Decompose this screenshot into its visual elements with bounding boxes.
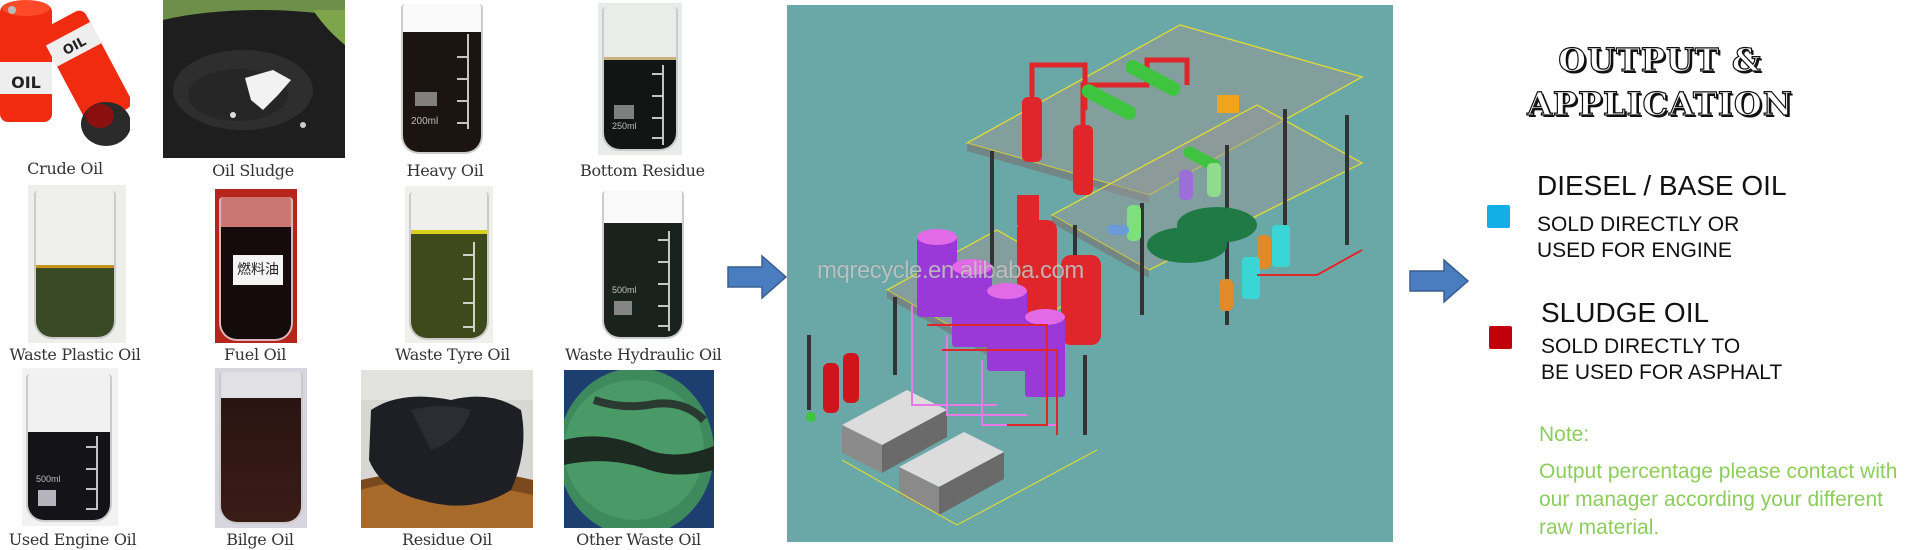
output-application-title: OUTPUT & APPLICATION xyxy=(1480,38,1840,126)
caption: Waste Hydraulic Oil xyxy=(565,345,722,364)
raw-material-crude-oil: OIL OIL Crude Oil xyxy=(0,0,130,180)
svg-text:OIL: OIL xyxy=(11,73,41,92)
product-use-line-1: SOLD DIRECTLY OR xyxy=(1537,213,1740,236)
product-name: SLUDGE OIL xyxy=(1541,297,1710,328)
waste-tyre-oil-photo xyxy=(405,186,493,343)
flow-arrow-right-icon xyxy=(1408,258,1470,304)
raw-material-fuel-oil: 燃料油 Fuel Oil xyxy=(205,183,305,365)
caption: Bilge Oil xyxy=(226,530,294,549)
raw-material-bottom-residue: 250ml Bottom Residue xyxy=(580,0,705,180)
raw-material-other-waste-oil: Other Waste Oil xyxy=(562,364,715,550)
title-line-2: APPLICATION xyxy=(1526,84,1793,123)
note-text: Output percentage please contact with ou… xyxy=(1539,460,1898,539)
flow-arrow-right-icon xyxy=(726,254,788,300)
product-use-line-1: SOLD DIRECTLY TO xyxy=(1541,335,1741,358)
raw-material-oil-sludge: Oil Sludge xyxy=(163,0,345,180)
raw-material-waste-tyre-oil: Waste Tyre Oil xyxy=(395,183,510,365)
waste-hydraulic-oil-photo: 500ml xyxy=(598,185,688,342)
raw-material-waste-plastic-oil: Waste Plastic Oil xyxy=(0,183,150,365)
caption: Crude Oil xyxy=(27,159,103,178)
oil-sludge-photo xyxy=(163,0,345,158)
product-use-line-2: BE USED FOR ASPHALT xyxy=(1541,361,1783,384)
caption: Other Waste Oil xyxy=(576,530,701,549)
caption: Waste Plastic Oil xyxy=(9,345,141,364)
caption: Oil Sludge xyxy=(212,161,294,180)
bilge-oil-photo xyxy=(215,368,307,528)
caption: Residue Oil xyxy=(402,530,492,549)
residue-oil-photo xyxy=(361,370,533,528)
used-engine-oil-photo: 500ml xyxy=(22,368,118,526)
raw-material-bilge-oil: Bilge Oil xyxy=(210,364,310,550)
product-use-line-2: USED FOR ENGINE xyxy=(1537,239,1732,262)
caption: Bottom Residue xyxy=(580,161,705,180)
product-name: DIESEL / BASE OIL xyxy=(1537,170,1787,201)
note-label: Note: xyxy=(1539,423,1590,446)
caption: Heavy Oil xyxy=(406,161,484,180)
title-line-1: OUTPUT & xyxy=(1558,40,1762,79)
sludge-color-swatch xyxy=(1489,326,1512,349)
bottom-residue-photo: 250ml xyxy=(598,3,682,155)
watermark: mqrecycle.en.alibaba.com xyxy=(817,257,1084,284)
waste-plastic-oil-photo xyxy=(28,185,126,343)
raw-material-residue-oil: Residue Oil xyxy=(361,364,533,550)
heavy-oil-photo: 200ml xyxy=(395,0,495,158)
crude-oil-photo: OIL OIL xyxy=(0,0,130,155)
raw-material-heavy-oil: 200ml Heavy Oil xyxy=(395,0,495,180)
fuel-oil-photo: 燃料油 xyxy=(215,189,297,343)
other-waste-oil-photo xyxy=(564,370,714,528)
caption: Fuel Oil xyxy=(223,345,287,364)
caption: Used Engine Oil xyxy=(8,530,137,549)
caption: Waste Tyre Oil xyxy=(395,345,510,364)
raw-material-waste-hydraulic-oil: 500ml Waste Hydraulic Oil xyxy=(565,183,722,365)
diesel-color-swatch xyxy=(1487,205,1510,228)
raw-material-used-engine-oil: 500ml Used Engine Oil xyxy=(0,364,145,550)
plant-3d-diagram: mqrecycle.en.alibaba.com xyxy=(787,5,1393,542)
